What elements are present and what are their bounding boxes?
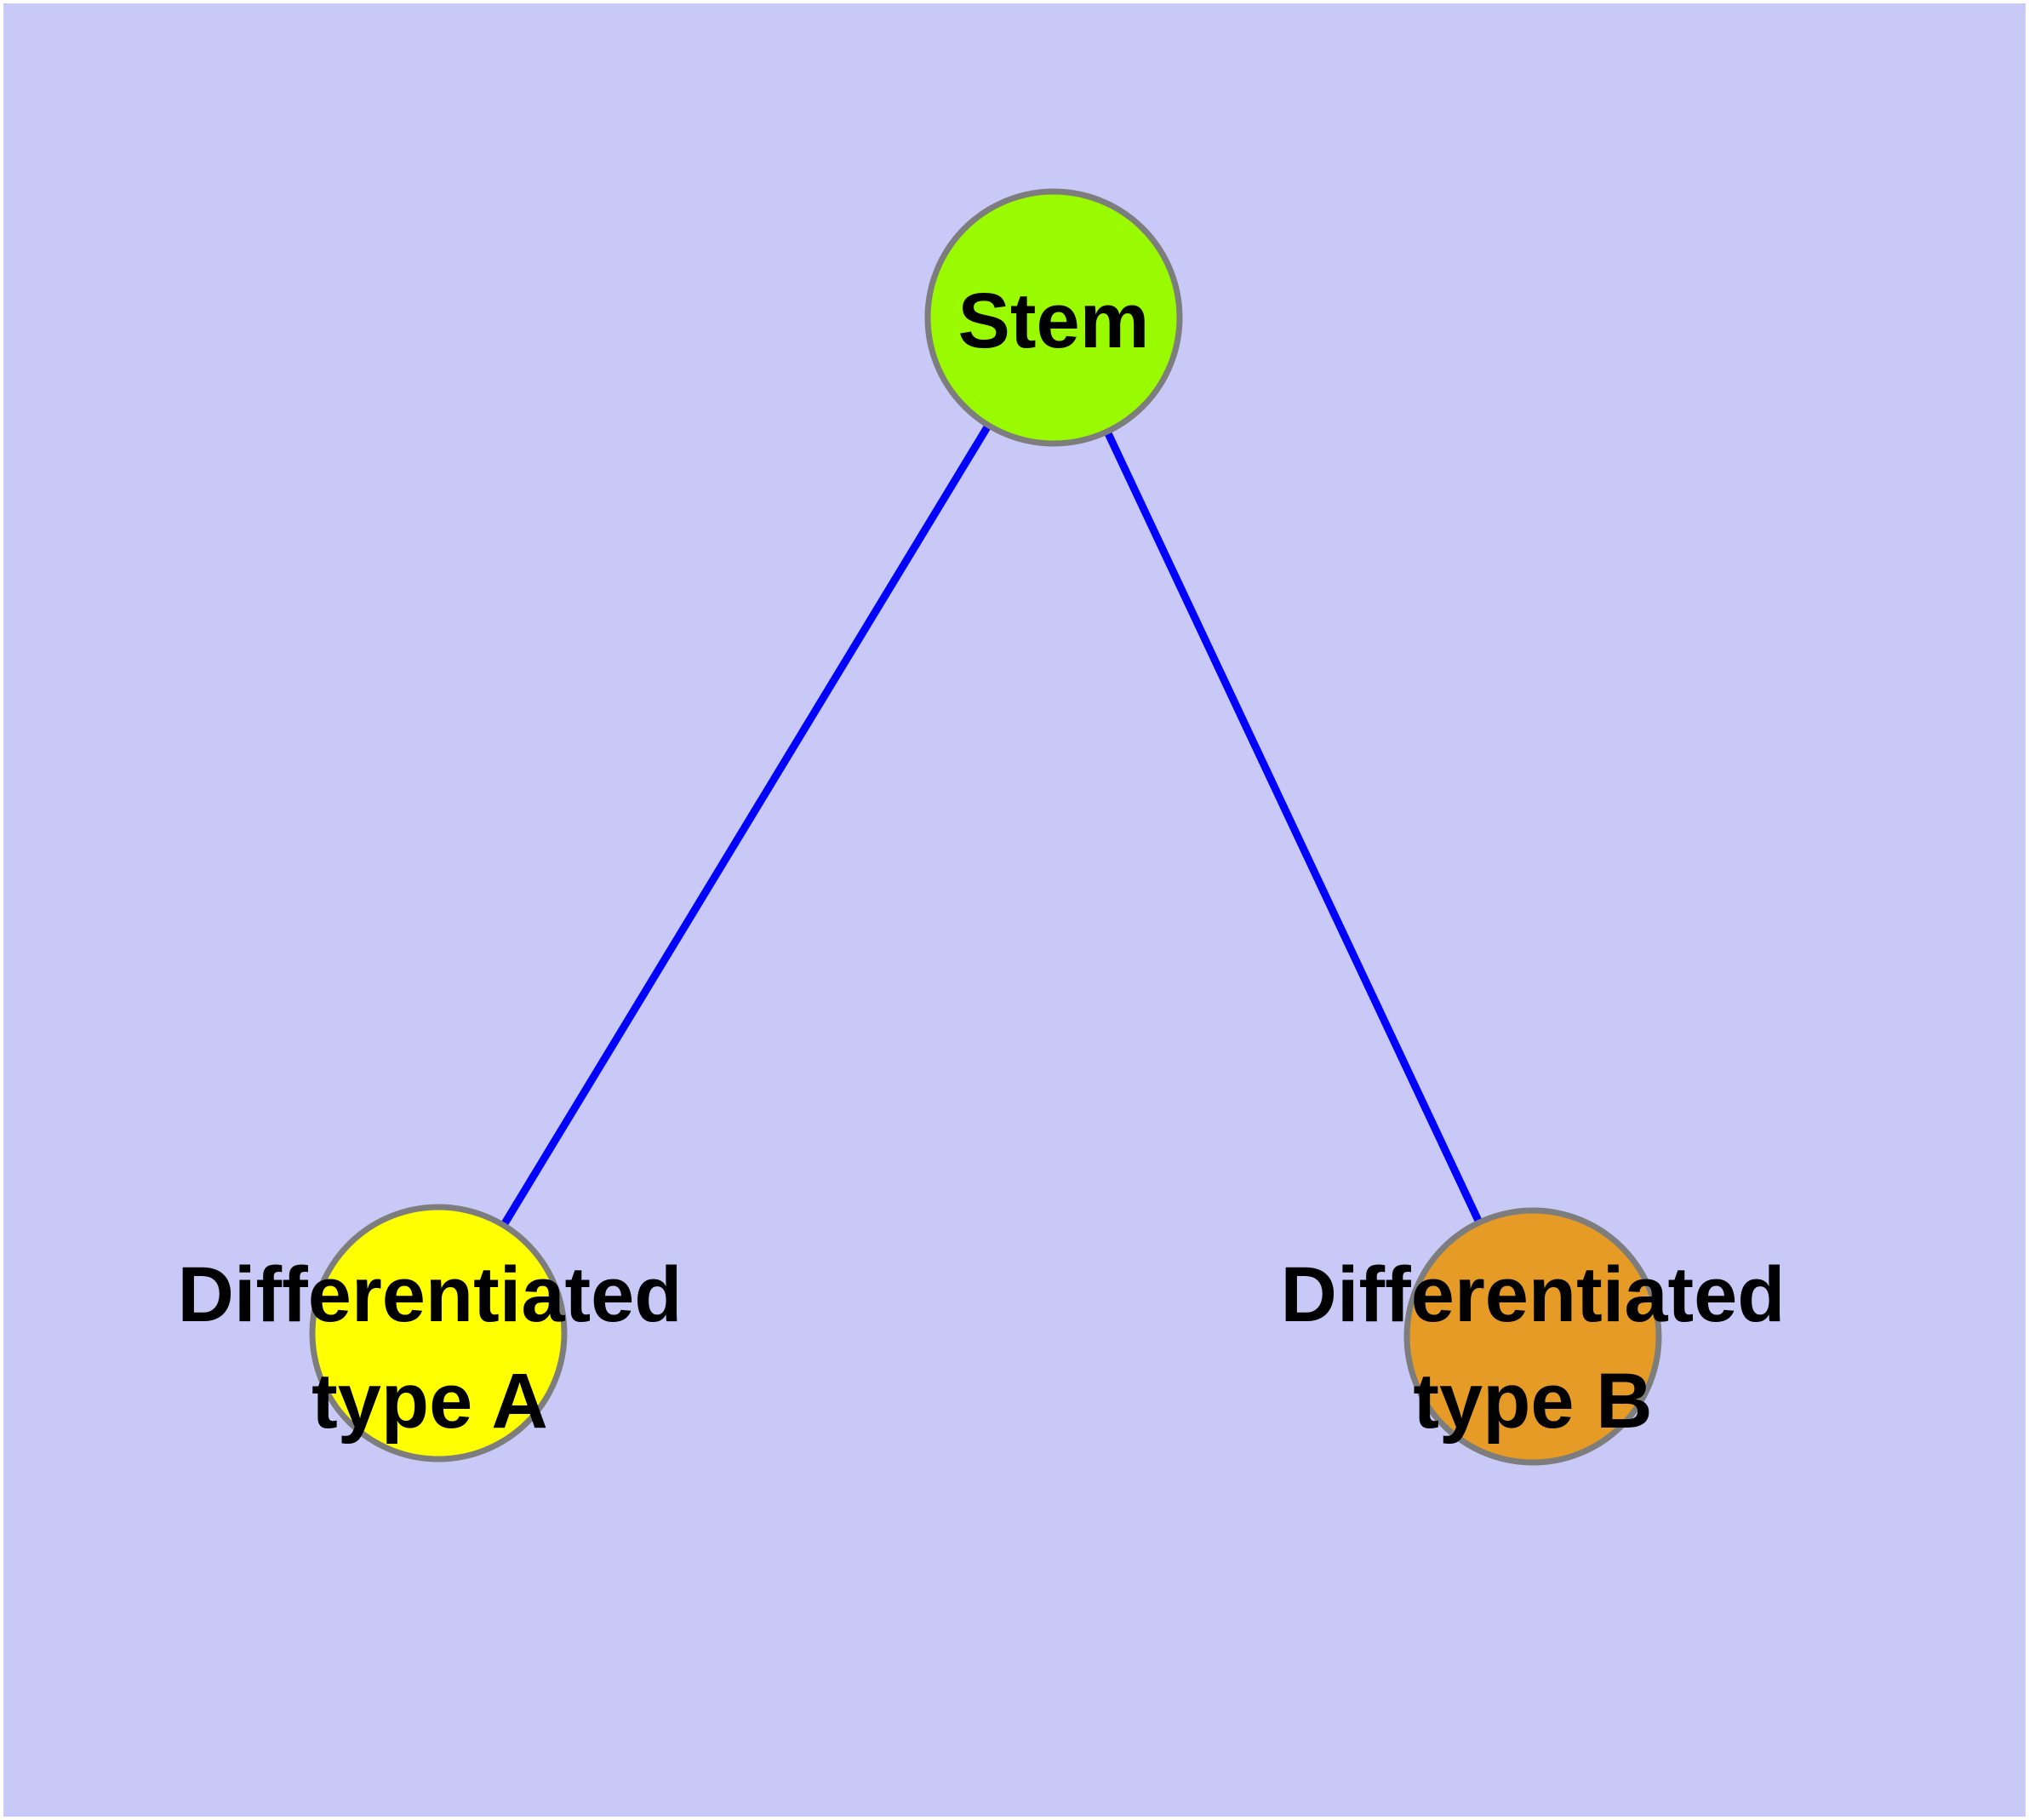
- node-type-b-label-line1: Differentiated: [1281, 1251, 1786, 1338]
- node-differentiated-type-b: [1403, 1207, 1662, 1466]
- node-stem: [924, 188, 1183, 447]
- edge-stem-to-type-a: [435, 315, 1057, 1336]
- node-differentiated-type-a: [309, 1204, 568, 1462]
- node-stem-label: Stem: [958, 278, 1150, 364]
- node-type-b-label-line2: type B: [1413, 1358, 1652, 1445]
- edge-stem-to-type-b: [1049, 316, 1537, 1338]
- node-type-a-label-line2: type A: [311, 1358, 548, 1445]
- node-type-a-label-line1: Differentiated: [178, 1251, 683, 1338]
